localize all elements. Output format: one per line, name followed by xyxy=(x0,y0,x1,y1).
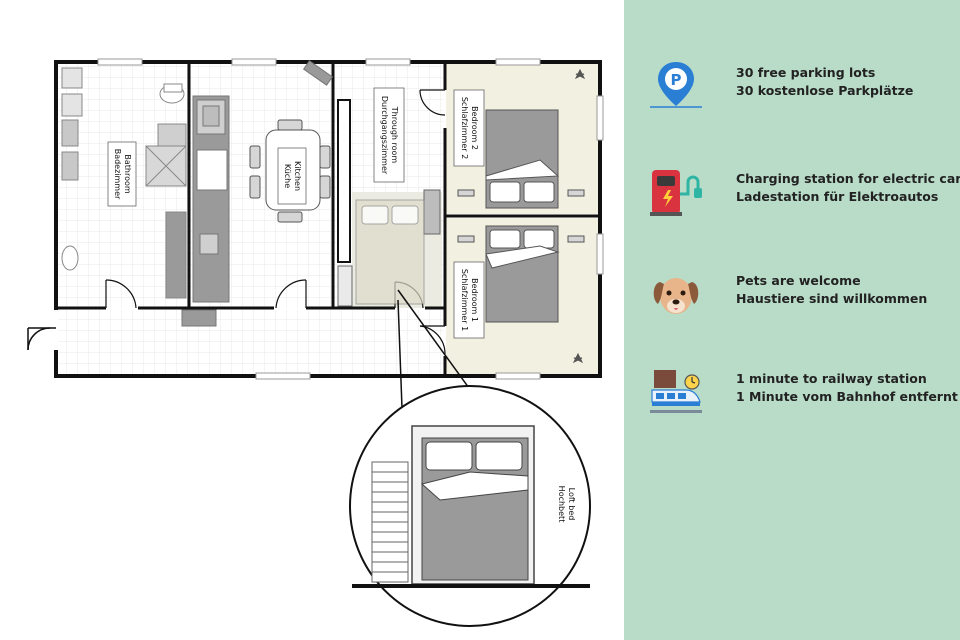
floor-plan: Bathroom Badezimmer Kitchen Küche Throug… xyxy=(27,58,604,627)
feature-parking: P 30 free parking lots 30 kostenlose Par… xyxy=(648,58,953,114)
interior-walls xyxy=(56,62,600,376)
label-bedroom-2: Bedroom 2 Schlafzimmer 2 xyxy=(453,89,485,167)
windows xyxy=(97,58,604,380)
feature-charging: Charging station for electric cars Lades… xyxy=(648,164,960,220)
label-through-room: Through room Durchgangszimmer xyxy=(373,87,405,183)
label-loft-bed: Loft bed Hochbett xyxy=(557,486,576,523)
kitchen-fixtures xyxy=(181,60,334,327)
label-through-room-en: Through room xyxy=(390,106,399,164)
feature-parking-en: 30 free parking lots xyxy=(736,65,876,80)
feature-railway-en: 1 minute to railway station xyxy=(736,371,927,386)
through-room-fixtures xyxy=(337,189,441,307)
parking-pin-icon: P xyxy=(650,62,702,108)
feature-pets-de: Haustiere sind willkommen xyxy=(736,291,928,306)
feature-charging-de: Ladestation für Elektroautos xyxy=(736,189,939,204)
bathroom-fixtures xyxy=(61,67,187,299)
label-kitchen-en: Kitchen xyxy=(293,161,302,191)
feature-pets-en: Pets are welcome xyxy=(736,273,861,288)
svg-text:P: P xyxy=(671,71,682,89)
loft-stairs xyxy=(371,461,409,583)
label-kitchen-de: Küche xyxy=(283,164,292,188)
label-bedroom-2-de: Schlafzimmer 2 xyxy=(460,97,469,159)
features-panel: P 30 free parking lots 30 kostenlose Par… xyxy=(624,0,960,640)
feature-railway: 1 minute to railway station 1 Minute vom… xyxy=(648,364,958,420)
label-bedroom-2-en: Bedroom 2 xyxy=(470,106,479,150)
train-clock-icon xyxy=(650,370,702,413)
label-loft-bed-en: Loft bed xyxy=(567,488,576,521)
feature-pets: Pets are welcome Haustiere sind willkomm… xyxy=(648,266,953,322)
dog-face-icon xyxy=(653,278,699,314)
label-bedroom-1: Bedroom 1 Schlafzimmer 1 xyxy=(453,261,485,339)
label-bathroom-de: Badezimmer xyxy=(113,149,122,200)
bedroom-1-furniture xyxy=(457,225,585,364)
bedroom-2-furniture xyxy=(457,68,586,209)
label-bathroom: Bathroom Badezimmer xyxy=(107,141,137,207)
ev-charging-station-icon xyxy=(650,170,702,216)
feature-parking-de: 30 kostenlose Parkplätze xyxy=(736,83,914,98)
entrance-door xyxy=(27,327,56,351)
partition-wall xyxy=(337,99,351,263)
loft-bed-top xyxy=(355,199,425,305)
label-kitchen: Kitchen Küche xyxy=(277,147,307,205)
label-through-room-de: Durchgangszimmer xyxy=(380,96,389,175)
outer-walls xyxy=(54,60,602,378)
loft-magnifier: Loft bed Hochbett xyxy=(349,385,591,627)
feature-railway-de: 1 Minute vom Bahnhof entfernt xyxy=(736,389,958,404)
hallway-floor xyxy=(58,310,444,374)
label-bathroom-en: Bathroom xyxy=(123,154,132,194)
feature-charging-en: Charging station for electric cars xyxy=(736,171,960,186)
label-loft-bed-de: Hochbett xyxy=(557,486,566,523)
label-bedroom-1-de: Schlafzimmer 1 xyxy=(460,269,469,331)
label-bedroom-1-en: Bedroom 1 xyxy=(470,278,479,322)
